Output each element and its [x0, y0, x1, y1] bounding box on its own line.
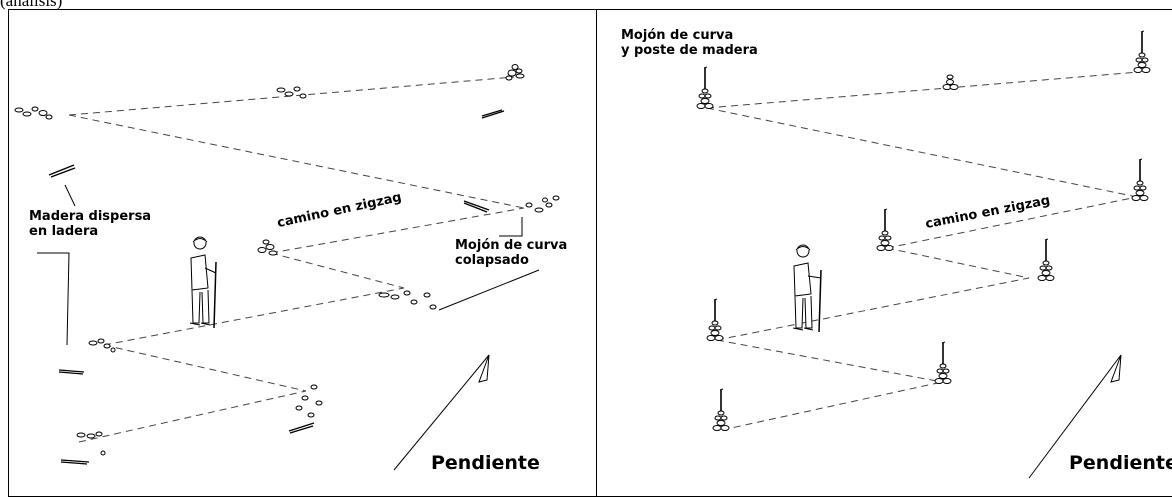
- stone-pile: [295, 384, 323, 418]
- zigzag-trail-path: [706, 71, 1140, 431]
- stone-pile: [88, 338, 116, 353]
- label-collapsed-cairn: Mojón de curva colapsado: [455, 238, 567, 268]
- label-cairn-post: Mojón de curva y poste de madera: [621, 28, 758, 58]
- stone-pile: [76, 431, 106, 456]
- collapsed-trail-drawing: [14, 64, 560, 471]
- stone-pile: [378, 290, 437, 310]
- zigzag-trail-path: [68, 76, 525, 443]
- stone-pile: [257, 239, 278, 256]
- cropped-caption-fragment: (análisis): [0, 0, 63, 10]
- label-line: y poste de madera: [621, 43, 758, 58]
- panel-collapsed-cairns: Madera dispersa en ladera camino en zigz…: [8, 9, 597, 497]
- label-scattered-wood: Madera dispersa en ladera: [29, 209, 151, 239]
- cairns-with-posts: [696, 30, 1151, 432]
- label-line: Mojón de curva: [621, 28, 734, 43]
- label-line: Mojón de curva: [455, 238, 568, 253]
- stone-pile: [276, 86, 307, 99]
- hiker-figure: [189, 236, 217, 329]
- hiker-figure: [792, 244, 822, 333]
- label-slope: Pendiente: [431, 452, 540, 474]
- stone-pile: [942, 74, 959, 90]
- label-line: Madera dispersa: [29, 209, 152, 224]
- label-slope: Pendiente: [1069, 452, 1172, 474]
- stone-pile: [14, 106, 53, 120]
- stone-pile: [505, 64, 525, 81]
- label-line: en ladera: [29, 224, 99, 239]
- scattered-stones: [14, 64, 560, 456]
- scattered-wood: [48, 109, 505, 465]
- post-trail-drawing: [696, 30, 1151, 479]
- stone-pile: [525, 195, 560, 213]
- label-line: colapsado: [455, 253, 529, 268]
- leader-lines: [37, 184, 540, 346]
- slope-arrow: [393, 354, 490, 471]
- slope-arrow: [1028, 354, 1122, 479]
- panel-post-cairns: Mojón de curva y poste de madera camino …: [596, 9, 1172, 497]
